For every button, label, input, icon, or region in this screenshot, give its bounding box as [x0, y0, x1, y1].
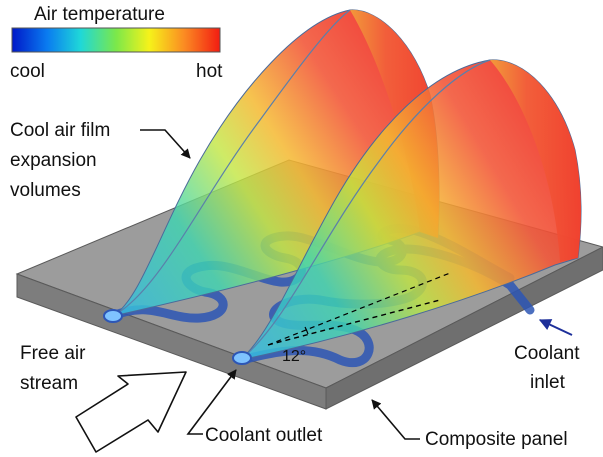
angle-label: 12°	[282, 348, 307, 365]
coolant-inlet-label-line-2: inlet	[530, 372, 565, 393]
free-air-label-line-1: Free air	[20, 343, 86, 364]
legend-title: Air temperature	[34, 4, 165, 25]
film-label-line-1: Cool air film	[10, 120, 111, 141]
angle-film-line	[267, 272, 451, 346]
panel-right-face	[325, 246, 603, 410]
film-label-line-2: expansion	[10, 150, 97, 171]
angle-arc	[304, 326, 309, 335]
film-volume-front	[239, 59, 582, 361]
free-air-arrow	[75, 371, 187, 453]
free-air-label-line-2: stream	[20, 373, 79, 394]
coolant-outlet-leader	[186, 369, 237, 435]
film-edge-back	[112, 9, 351, 317]
film-label-line-3: volumes	[10, 180, 81, 201]
film-endcap-front	[490, 59, 582, 263]
legend-low-label: cool	[10, 61, 45, 82]
film-label-leader	[140, 129, 191, 159]
angle-reference-line	[267, 299, 441, 346]
coolant-outlet-label: Coolant outlet	[205, 425, 323, 446]
composite-panel-label: Composite panel	[425, 429, 568, 450]
composite-panel-leader	[371, 399, 420, 440]
film-edge-front	[239, 59, 491, 361]
coolant-outlet-front	[232, 351, 252, 365]
legend-high-label: hot	[196, 61, 223, 82]
coolant-inlet-arrow	[538, 319, 573, 336]
legend-colorbar	[11, 27, 221, 53]
coolant-inlet-label-line-1: Coolant	[514, 343, 580, 364]
coolant-outlet-back	[103, 309, 123, 323]
